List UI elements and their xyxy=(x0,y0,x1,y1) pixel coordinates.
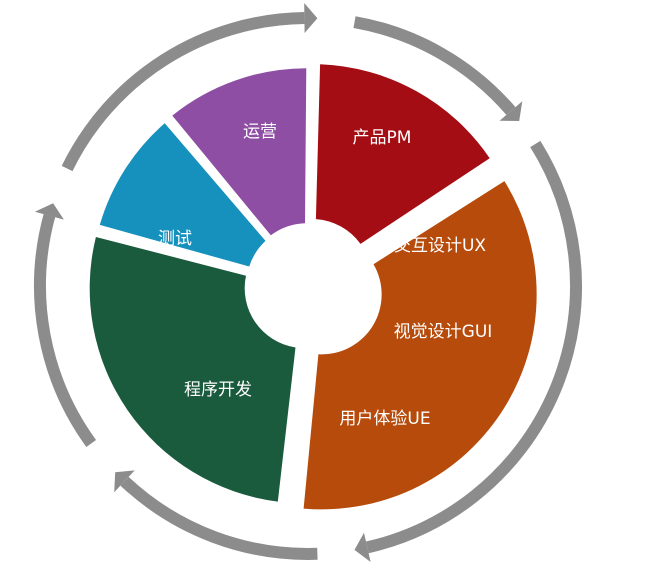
label-interaction-design-ux: 交互设计UX xyxy=(394,236,486,256)
cycle-arrowhead-5 xyxy=(34,203,64,220)
cycle-arrow-body-3 xyxy=(365,140,583,554)
cycle-arrow-body-5 xyxy=(34,214,97,448)
segment-test xyxy=(99,123,266,267)
segment-labels: 产品PM 交互设计UX 视觉设计GUI 用户体验UE 程序开发 测试 运营 xyxy=(158,122,492,429)
center-hub xyxy=(260,238,356,334)
label-operations: 运营 xyxy=(243,122,277,142)
cycle-arrow-body-2 xyxy=(353,16,516,115)
label-product-pm: 产品PM xyxy=(353,128,412,148)
cycle-arrow-body-1 xyxy=(61,12,305,172)
label-program-development: 程序开发 xyxy=(184,380,252,400)
segment-design xyxy=(303,181,537,510)
cycle-arrowhead-3 xyxy=(354,532,371,562)
cycle-arrowhead-1 xyxy=(304,3,318,33)
cycle-arrow-ring xyxy=(34,3,583,562)
label-testing: 测试 xyxy=(158,229,192,249)
segment-ops xyxy=(172,68,307,236)
cycle-arrowhead-4 xyxy=(114,470,135,493)
cycle-arrow-body-4 xyxy=(120,476,318,560)
label-visual-design-gui: 视觉设计GUI xyxy=(394,322,493,342)
cycle-arrowhead-2 xyxy=(499,101,523,121)
segment-wheel xyxy=(89,64,537,510)
label-user-experience-ue: 用户体验UE xyxy=(339,409,430,429)
segment-product xyxy=(315,64,490,244)
segment-dev xyxy=(89,237,296,502)
